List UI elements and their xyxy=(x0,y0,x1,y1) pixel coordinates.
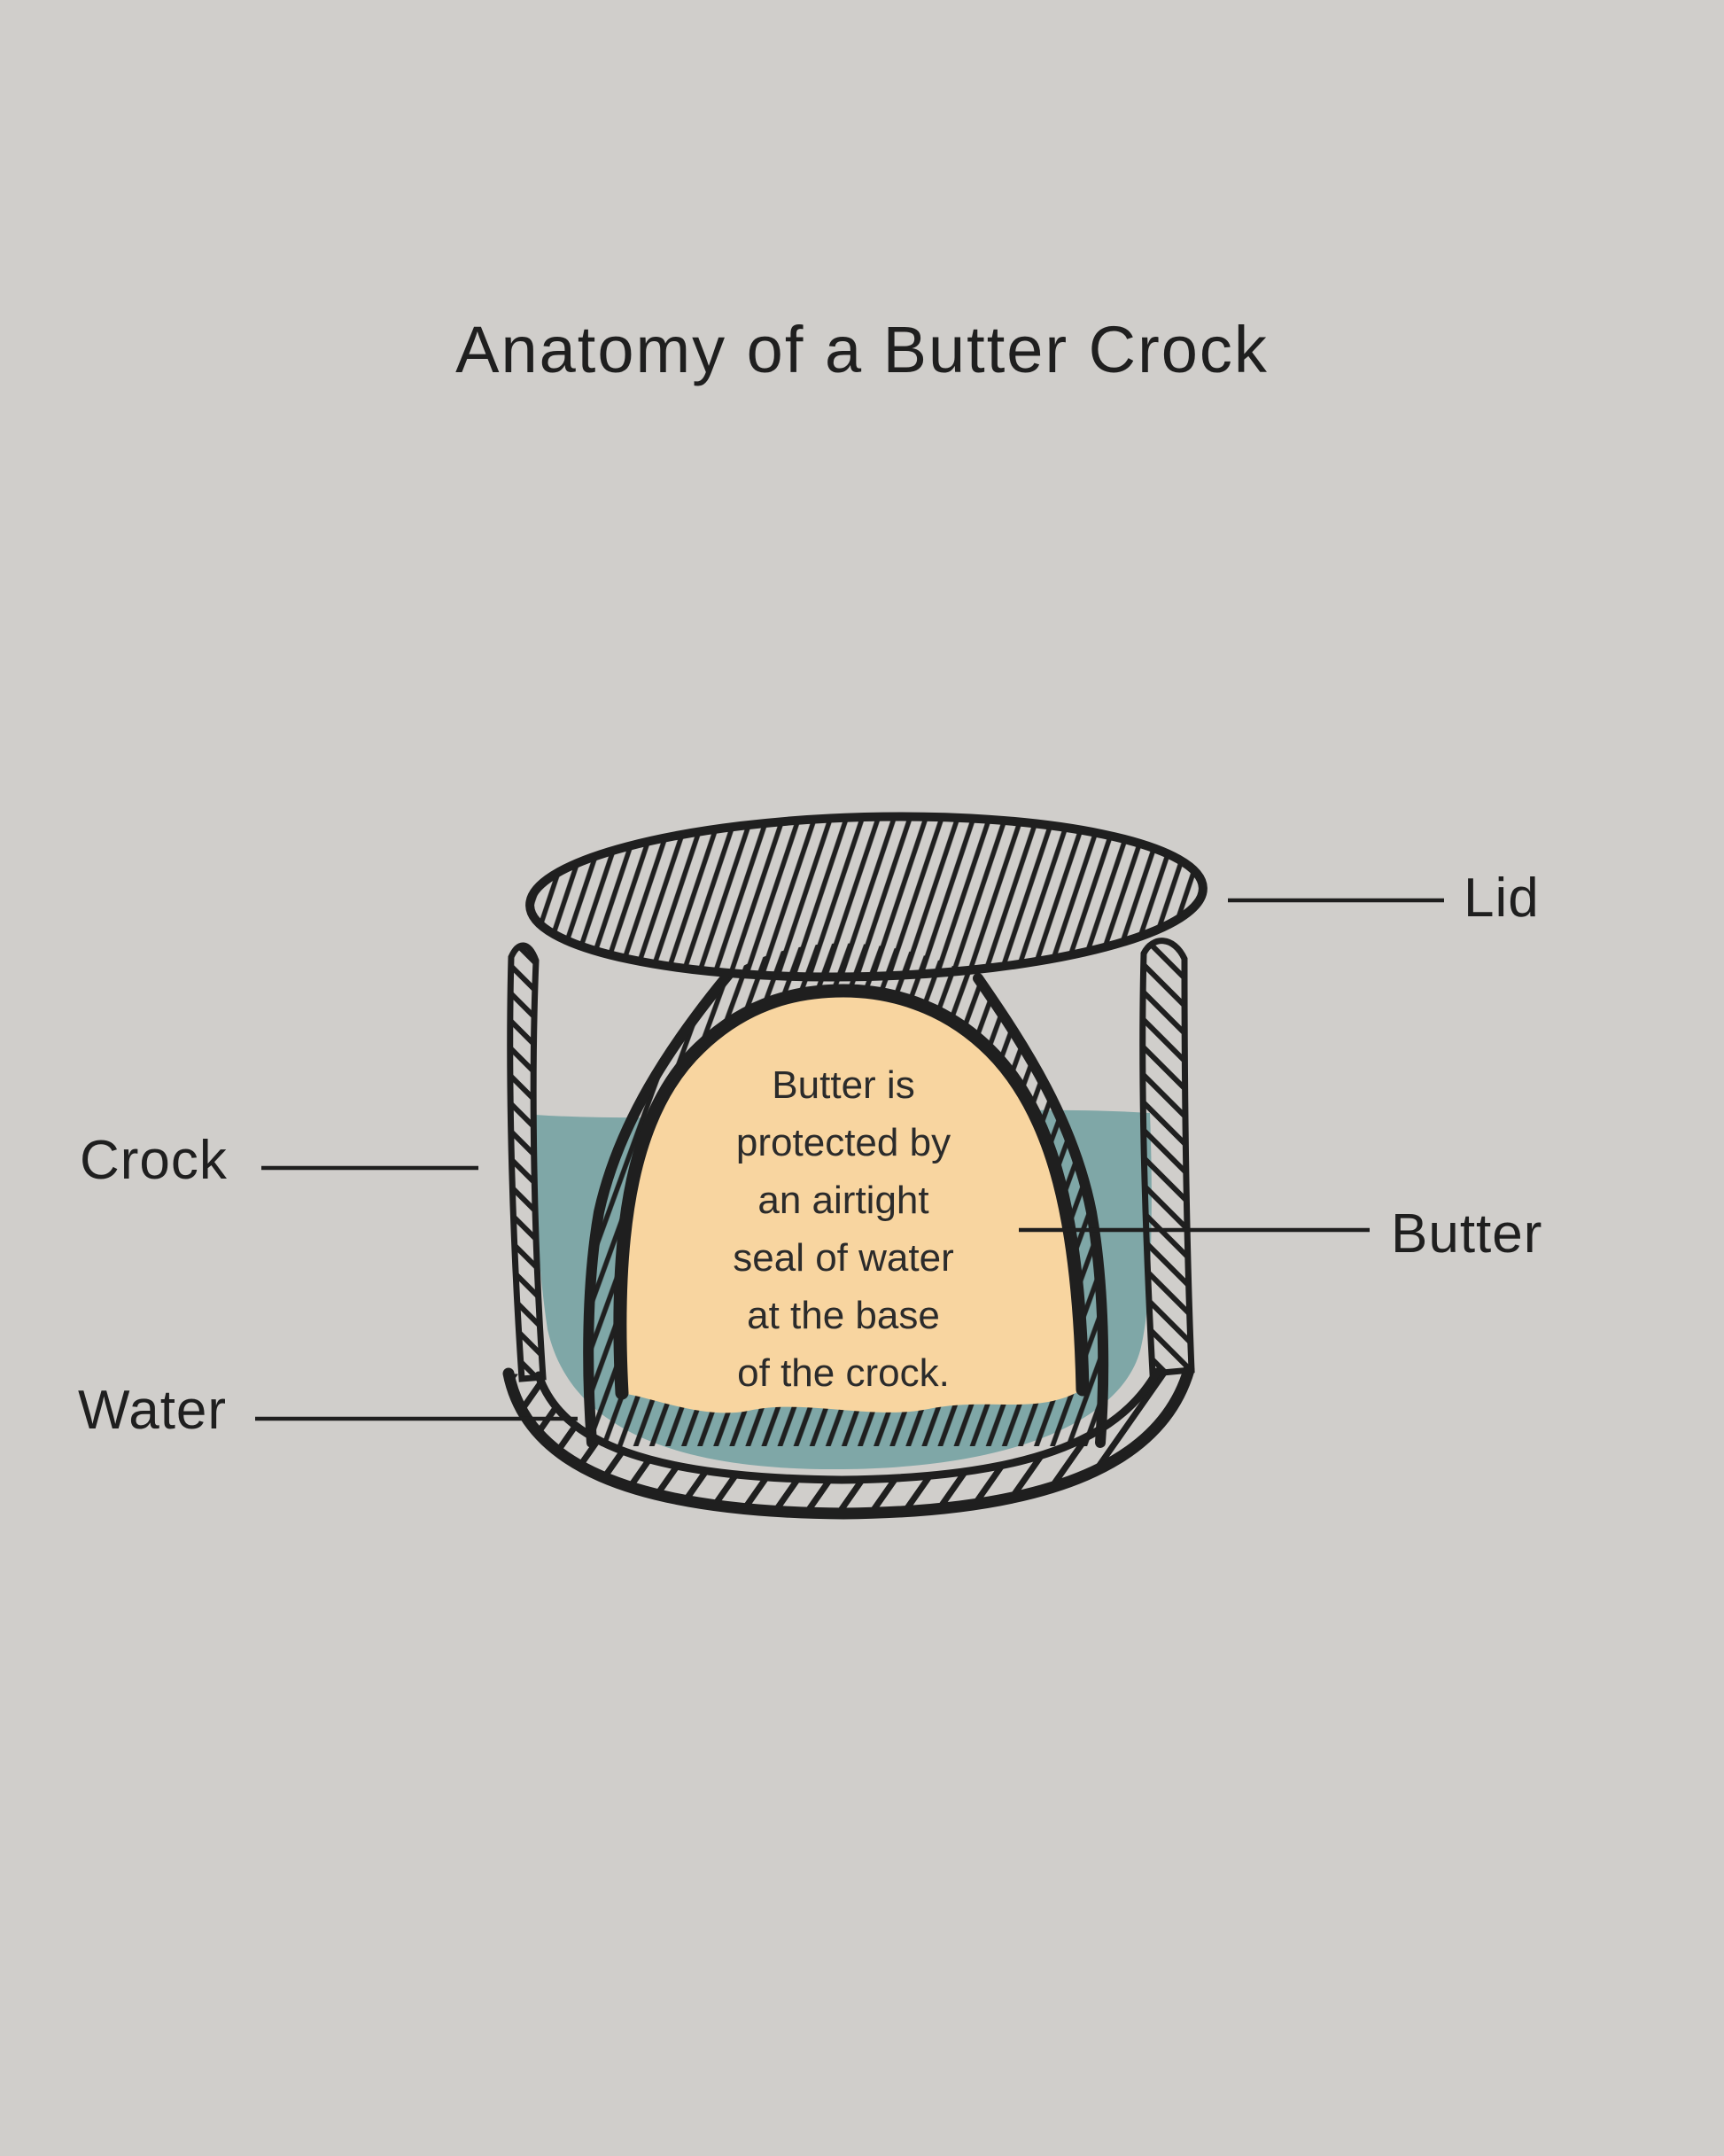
label-butter: Butter xyxy=(1391,1203,1543,1265)
annotation-line: Butter is xyxy=(772,1063,915,1107)
page-title: Anatomy of a Butter Crock xyxy=(455,313,1269,386)
label-lid: Lid xyxy=(1464,868,1540,929)
annotation-line: at the base xyxy=(747,1294,940,1337)
butter-dome xyxy=(613,984,1090,1413)
crock-base xyxy=(502,1364,1195,1520)
annotation-line: of the crock. xyxy=(737,1351,950,1395)
annotation-line: protected by xyxy=(735,1121,951,1164)
label-water: Water xyxy=(78,1380,228,1441)
crock-left-wall xyxy=(507,942,547,1382)
label-crock: Crock xyxy=(80,1130,228,1191)
annotation-line: seal of water xyxy=(733,1236,954,1280)
crock-right-wall xyxy=(1139,938,1195,1377)
butter-annotation: Butter is protected by an airtight seal … xyxy=(622,1056,1065,1402)
annotation-line: an airtight xyxy=(757,1179,929,1222)
lid-top xyxy=(525,812,1208,982)
